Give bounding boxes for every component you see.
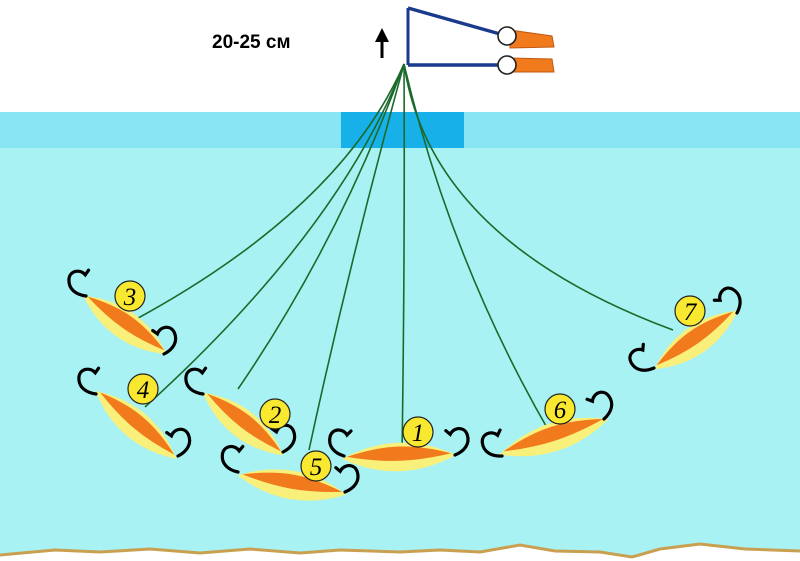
lure-7-number: 7 — [684, 299, 698, 326]
fishing-lines — [128, 63, 674, 456]
lure-7: 7 — [624, 282, 749, 381]
bottom-line — [0, 542, 800, 559]
lure-5: 5 — [219, 443, 361, 509]
line-to-lure-3 — [128, 63, 405, 324]
lure-6-number: 6 — [554, 397, 567, 424]
lure-3-number: 3 — [123, 284, 137, 311]
line-to-lure-1 — [401, 63, 406, 456]
lure-4-number: 4 — [137, 377, 150, 404]
ice-hole — [341, 112, 464, 148]
fishing-rod — [406, 6, 555, 75]
lure-2-number: 2 — [269, 402, 282, 429]
lure-1: 1 — [328, 416, 471, 474]
line-to-lure-5 — [308, 63, 405, 451]
lure-3: 3 — [65, 267, 180, 366]
lure-2: 2 — [182, 365, 299, 467]
line-to-lure-7 — [403, 63, 674, 331]
line-to-lure-4 — [144, 63, 405, 408]
depth-label: 20-25 см — [212, 32, 291, 53]
lure-5-number: 5 — [310, 454, 323, 481]
line-to-lure-2 — [237, 63, 405, 390]
lure-1-number: 1 — [412, 420, 425, 447]
up-arrow-icon — [375, 28, 389, 58]
lure-6: 6 — [477, 387, 619, 469]
lure-4: 4 — [75, 365, 194, 470]
